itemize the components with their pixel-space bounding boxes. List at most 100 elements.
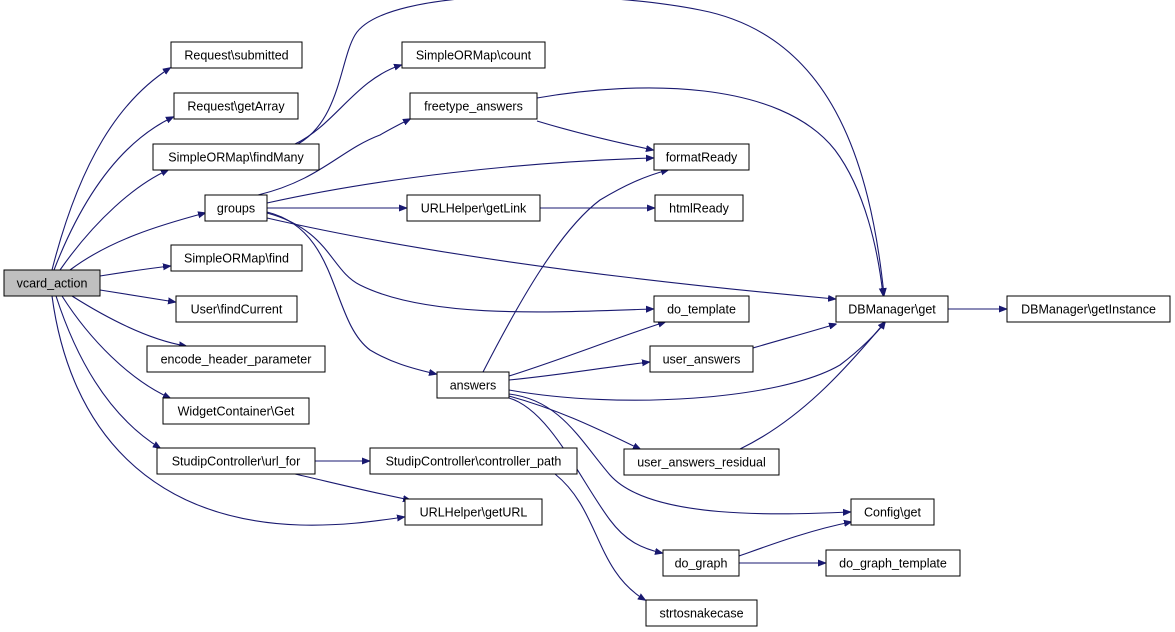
- edge-answers-to-user_answers_residual: [508, 395, 640, 449]
- edge-vcard_action-to-urlhelper_getURL: [51, 295, 404, 526]
- node-box: [170, 41, 303, 69]
- node-box: [654, 194, 744, 222]
- node-encode-header[interactable]: encode_header_parameter: [146, 345, 326, 373]
- edge-answers-to-do_template: [508, 322, 665, 377]
- node-box: [623, 448, 780, 476]
- edge-groups-to-freetype_answers: [257, 119, 410, 196]
- edge-vcard_action-to-req_getArray: [53, 117, 173, 271]
- node-box: [3, 269, 101, 297]
- edge-user_answers-to-dbmanager_get: [752, 324, 836, 349]
- node-som-find[interactable]: SimpleORMap\find: [170, 244, 303, 272]
- edge-answers-to-user_answers: [508, 362, 649, 381]
- node-req-submitted[interactable]: Request\submitted: [170, 41, 303, 69]
- node-groups[interactable]: groups: [204, 194, 268, 222]
- node-user-answers[interactable]: user_answers: [649, 345, 754, 373]
- node-label: groups: [217, 202, 255, 216]
- node-label: DBManager\get: [848, 303, 936, 317]
- node-label: htmlReady: [669, 202, 729, 216]
- node-sc-url-for[interactable]: StudipController\url_for: [156, 447, 316, 475]
- edge-groups-to-formatReady: [266, 158, 653, 204]
- node-label: strtosnakecase: [659, 607, 743, 621]
- node-user-findCurrent[interactable]: User\findCurrent: [175, 295, 298, 323]
- node-label: URLHelper\getLink: [421, 202, 527, 216]
- edge-do_graph-to-config_get: [738, 522, 851, 557]
- node-box: [146, 345, 326, 373]
- edge-groups-to-do_template: [266, 212, 653, 312]
- node-urlhelper-getLink[interactable]: URLHelper\getLink: [406, 194, 541, 222]
- node-label: formatReady: [666, 151, 738, 165]
- node-htmlReady[interactable]: htmlReady: [654, 194, 744, 222]
- node-answers[interactable]: answers: [436, 371, 510, 399]
- edge-vcard_action-to-som_findMany: [59, 170, 168, 271]
- node-box: [653, 295, 750, 323]
- node-box: [825, 549, 961, 577]
- edge-freetype_answers-to-formatReady: [536, 120, 653, 150]
- node-label: StudipController\controller_path: [386, 455, 562, 469]
- node-urlhelper-getURL[interactable]: URLHelper\getURL: [404, 498, 543, 526]
- node-label: do_graph_template: [839, 557, 947, 571]
- node-box: [1006, 295, 1171, 323]
- edge-answers-to-do_graph: [508, 397, 662, 553]
- node-strtosnakecase[interactable]: strtosnakecase: [645, 599, 758, 627]
- node-box: [649, 345, 754, 373]
- node-label: Request\submitted: [184, 49, 288, 63]
- node-box: [406, 194, 541, 222]
- edge-vcard_action-to-som_find: [99, 266, 170, 277]
- node-box: [170, 244, 303, 272]
- node-label: Request\getArray: [187, 100, 285, 114]
- node-box: [850, 498, 935, 526]
- node-dbmanager-getInstance[interactable]: DBManager\getInstance: [1006, 295, 1171, 323]
- node-label: Config\get: [864, 506, 922, 520]
- node-box: [173, 92, 299, 120]
- node-do-graph[interactable]: do_graph: [662, 549, 740, 577]
- node-do-template[interactable]: do_template: [653, 295, 750, 323]
- edge-vcard_action-to-req_submitted: [51, 68, 170, 271]
- node-label: StudipController\url_for: [172, 455, 301, 469]
- node-sc-controller-path[interactable]: StudipController\controller_path: [369, 447, 578, 475]
- edge-sc_url_for-to-urlhelper_getURL: [294, 473, 410, 500]
- node-formatReady[interactable]: formatReady: [653, 143, 750, 171]
- node-freetype-answers[interactable]: freetype_answers: [409, 92, 538, 120]
- node-label: user_answers_residual: [637, 456, 766, 470]
- edges-layer: [51, 0, 1006, 600]
- edge-groups-to-dbmanager_get: [266, 217, 835, 299]
- node-vcard-action[interactable]: vcard_action: [3, 269, 101, 297]
- node-box: [645, 599, 758, 627]
- node-som-findMany[interactable]: SimpleORMap\findMany: [152, 143, 320, 171]
- node-box: [835, 295, 949, 323]
- node-label: do_graph: [675, 557, 728, 571]
- nodes-layer: vcard_action Request\submittedRequest\get…: [3, 41, 1171, 627]
- node-box: [653, 143, 750, 171]
- edge-som_findMany-to-dbmanager_get: [297, 0, 884, 295]
- node-label: User\findCurrent: [191, 303, 283, 317]
- node-config-get[interactable]: Config\get: [850, 498, 935, 526]
- node-label: answers: [450, 379, 497, 393]
- edge-vcard_action-to-encode_header: [71, 295, 186, 346]
- edge-answers-to-config_get: [508, 393, 850, 514]
- node-label: WidgetContainer\Get: [178, 405, 295, 419]
- edge-freetype_answers-to-dbmanager_get: [536, 87, 883, 295]
- node-box: [404, 498, 543, 526]
- node-label: vcard_action: [17, 277, 88, 291]
- edge-groups-to-answers: [266, 211, 436, 374]
- edge-vcard_action-to-user_findCurrent: [99, 289, 175, 302]
- edge-user_answers_residual-to-dbmanager_get: [739, 322, 885, 450]
- node-widget-get[interactable]: WidgetContainer\Get: [162, 397, 310, 425]
- node-box: [409, 92, 538, 120]
- node-label: freetype_answers: [424, 100, 523, 114]
- node-som-count[interactable]: SimpleORMap\count: [401, 41, 546, 69]
- node-user-answers-residual[interactable]: user_answers_residual: [623, 448, 780, 476]
- node-label: SimpleORMap\count: [416, 49, 532, 63]
- node-label: do_template: [667, 303, 736, 317]
- node-box: [204, 194, 268, 222]
- node-dbmanager-get[interactable]: DBManager\get: [835, 295, 949, 323]
- node-label: DBManager\getInstance: [1021, 303, 1156, 317]
- edge-answers-to-dbmanager_get: [508, 322, 885, 401]
- node-req-getArray[interactable]: Request\getArray: [173, 92, 299, 120]
- edge-answers-to-formatReady: [482, 170, 668, 373]
- node-label: URLHelper\getURL: [420, 506, 528, 520]
- node-box: [156, 447, 316, 475]
- node-box: [369, 447, 578, 475]
- node-do-graph-template[interactable]: do_graph_template: [825, 549, 961, 577]
